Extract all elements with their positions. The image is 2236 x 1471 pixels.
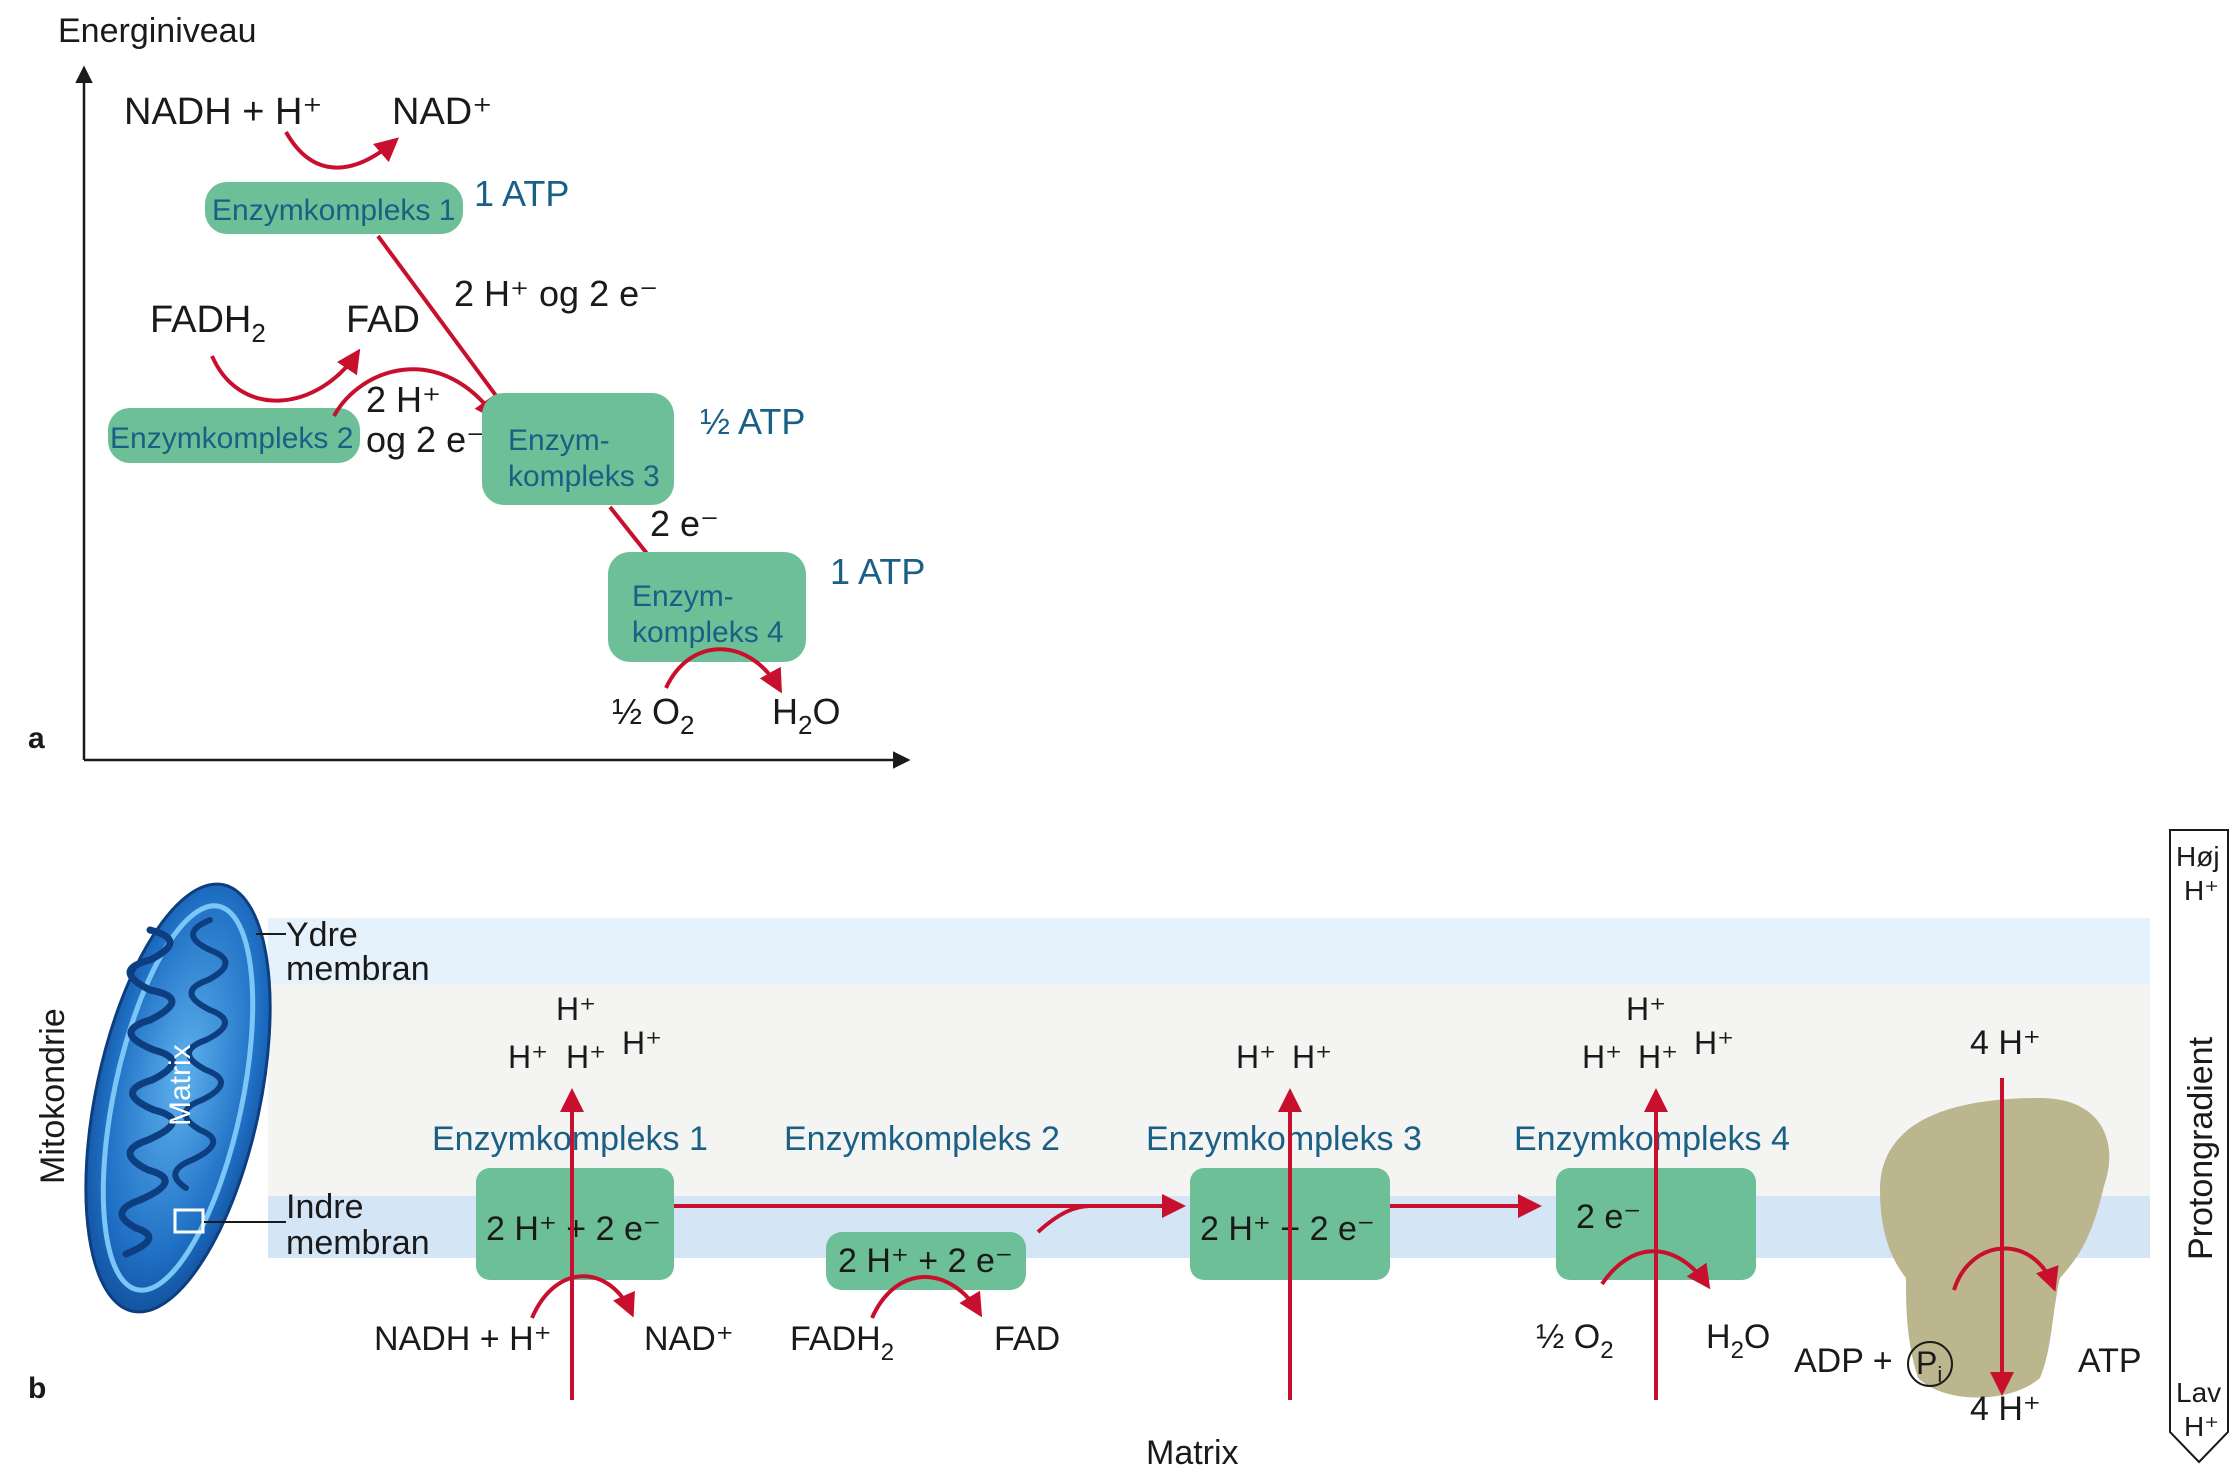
panel-b: b Matrix Mitokondrie Ydre membran Indre …: [28, 829, 2229, 1471]
c2-fadh2-label: FADH2: [790, 1320, 894, 1366]
transfer3-label: 2 e⁻: [650, 503, 719, 544]
inner-membrane-label-2: membran: [286, 1224, 430, 1262]
outer-membrane-label-1: Ydre: [286, 916, 358, 954]
fadh2-label: FADH2: [150, 299, 266, 348]
complex4-label-1: Enzym-: [632, 580, 734, 613]
intermembrane-space: [268, 984, 2150, 1196]
complex4-box-text: 2 e⁻: [1576, 1198, 1641, 1236]
nad-label: NAD⁺: [392, 91, 492, 133]
c1-nad-label: NAD⁺: [644, 1320, 734, 1358]
adp-label: ADP +: [1794, 1342, 1893, 1380]
c4-proton-left: H⁺: [1582, 1039, 1622, 1075]
complex1-label: Enzymkompleks 1: [212, 194, 455, 227]
panel-a: a Energiniveau NADH + H⁺ NAD⁺ Enzymkompl…: [28, 12, 925, 769]
c4-proton-mid: H⁺: [1638, 1039, 1678, 1075]
phosphate-label: Pi: [1916, 1345, 1942, 1387]
c1-proton-left: H⁺: [508, 1039, 548, 1075]
atp3-label: ½ ATP: [700, 401, 805, 442]
complex3-label-1: Enzym-: [508, 424, 610, 457]
transfer2-arrow: [332, 367, 499, 422]
complex2-box-b: [826, 1232, 1026, 1290]
complex4-title: Enzymkompleks 4: [1514, 1120, 1790, 1158]
nadh-label: NADH + H⁺: [124, 91, 322, 133]
proton-gradient-scale: [2169, 829, 2229, 1464]
synthase-top-protons: 4 H⁺: [1970, 1024, 2041, 1062]
c1-nadh-arrow: [530, 1274, 635, 1319]
gradient-low-2: H⁺: [2184, 1411, 2219, 1442]
c3-proton-right: H⁺: [1292, 1039, 1332, 1075]
c4-h2o-label: H2O: [1706, 1318, 1770, 1364]
c3-proton-left: H⁺: [1236, 1039, 1276, 1075]
mitochondria-label: Mitokondrie: [34, 1008, 72, 1184]
fad-label: FAD: [346, 299, 420, 341]
complex2-title: Enzymkompleks 2: [784, 1120, 1060, 1158]
gradient-high-2: H⁺: [2184, 875, 2219, 906]
o2-label: ½ O2: [612, 691, 695, 740]
mito-matrix-label: Matrix: [164, 1044, 197, 1126]
mitochondrion-illustration: Matrix: [84, 882, 272, 1314]
gradient-high-1: Høj: [2176, 841, 2220, 872]
phosphate-circle: [1907, 1341, 1953, 1387]
synthase-bottom-protons: 4 H⁺: [1970, 1390, 2041, 1428]
transfer1-arrow: [376, 234, 517, 424]
complex3-box-text: 2 H⁺ + 2 e⁻: [1200, 1210, 1375, 1248]
complex3-title: Enzymkompleks 3: [1146, 1120, 1422, 1158]
c4-proton-top: H⁺: [1626, 991, 1666, 1027]
c1-nadh-label: NADH + H⁺: [374, 1320, 552, 1358]
atp4-label: 1 ATP: [830, 551, 925, 592]
complex3-label-2: kompleks 3: [508, 460, 660, 493]
nadh-nad-arrow: [284, 131, 400, 170]
gradient-label: Protongradient: [2182, 1036, 2220, 1260]
c4-o2-label: ½ O2: [1536, 1318, 1614, 1364]
synthase-atp-arrow: [1952, 1246, 2059, 1292]
transfer2-label-1: 2 H⁺: [366, 379, 441, 420]
atp-label: ATP: [2078, 1342, 2142, 1380]
complex1-title: Enzymkompleks 1: [432, 1120, 708, 1158]
complex2-box: [108, 408, 360, 463]
c1-proton-top: H⁺: [556, 991, 596, 1027]
zoom-region-marker: [173, 1208, 205, 1234]
h2o-label: H2O: [772, 691, 840, 740]
panel-a-label: a: [28, 722, 45, 755]
atp1-label: 1 ATP: [474, 173, 569, 214]
complex4-box: [608, 552, 806, 662]
outer-membrane-band: [268, 918, 2150, 984]
transfer1-label: 2 H⁺ og 2 e⁻: [454, 273, 658, 314]
o2-h2o-arrow: [664, 647, 782, 694]
complex2-box-text: 2 H⁺ + 2 e⁻: [838, 1242, 1013, 1280]
c2-fadh2-arrow: [870, 1275, 983, 1319]
complex2-label: Enzymkompleks 2: [110, 422, 353, 455]
matrix-label: Matrix: [1146, 1434, 1239, 1471]
c1-proton-mid: H⁺: [566, 1039, 606, 1075]
fadh2-fad-arrow: [210, 348, 361, 403]
complex1-box: [205, 182, 463, 234]
gradient-low-1: Lav: [2176, 1377, 2221, 1408]
c4-o2-arrow: [1600, 1249, 1711, 1290]
complex3-box: [482, 393, 674, 505]
c4-proton-right: H⁺: [1694, 1025, 1734, 1061]
panel-b-label: b: [28, 1372, 46, 1405]
complex4-label-2: kompleks 4: [632, 616, 784, 649]
complex1-box-b: [476, 1168, 674, 1280]
c2-fad-label: FAD: [994, 1320, 1060, 1358]
c1-proton-right: H⁺: [622, 1025, 662, 1061]
y-axis-label: Energiniveau: [58, 12, 256, 50]
outer-membrane-label-2: membran: [286, 950, 430, 988]
inner-membrane-label-1: Indre: [286, 1188, 364, 1226]
transfer2-label-2: og 2 e⁻: [366, 419, 485, 460]
electron-flow-2-3: [1036, 1204, 1091, 1234]
